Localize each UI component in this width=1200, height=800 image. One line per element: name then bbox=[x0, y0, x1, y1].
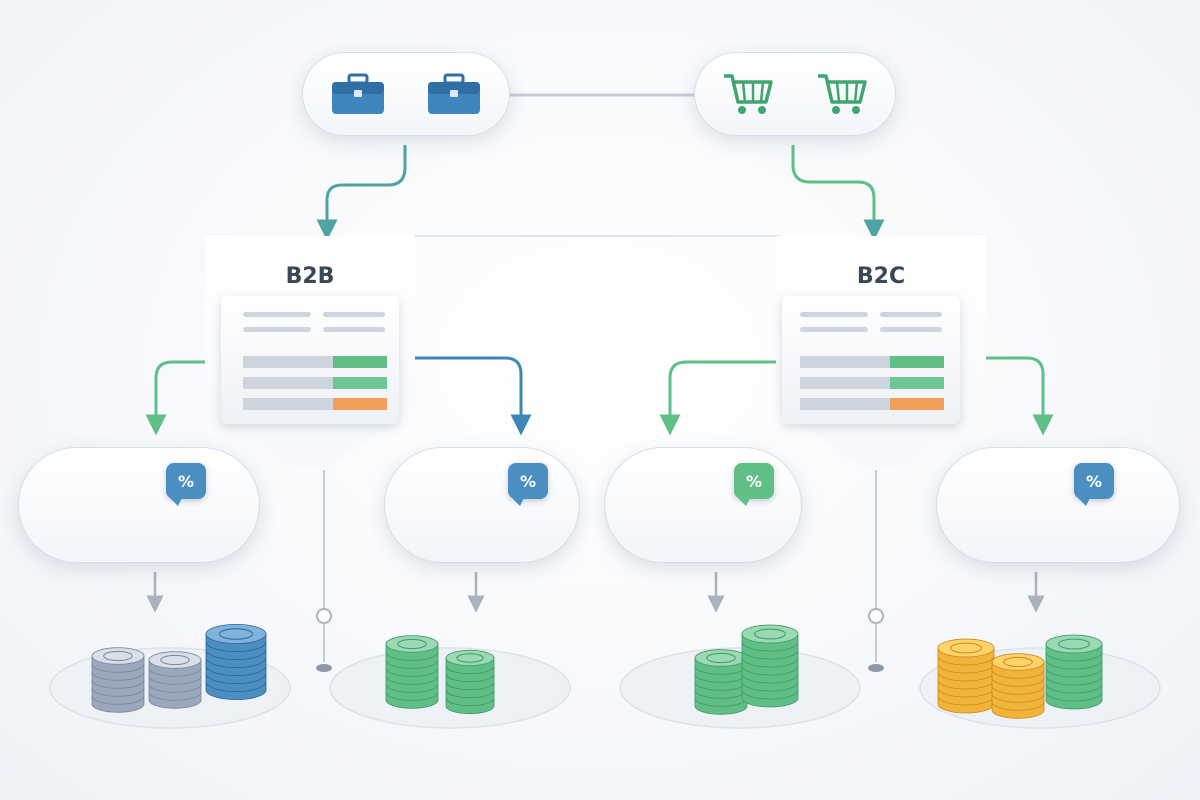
arrow-b2c-down bbox=[791, 145, 885, 241]
shopping-cart-icon bbox=[724, 74, 773, 114]
b2b-stem-node bbox=[316, 608, 332, 624]
b2b-coins-bubble-left: % bbox=[18, 447, 260, 563]
arrow-b2c-left bbox=[659, 360, 778, 436]
arrow-b2b-down bbox=[316, 145, 407, 241]
green-coin-stack bbox=[445, 649, 495, 715]
b2b-icon-pill bbox=[302, 52, 510, 136]
b2c-row-2 bbox=[800, 377, 890, 389]
b2b-title: B2B bbox=[285, 264, 335, 289]
percent-badge: % bbox=[1074, 463, 1114, 506]
b2c-row-3 bbox=[800, 398, 890, 410]
blue-coin-stack bbox=[205, 624, 267, 700]
briefcase-icon bbox=[428, 73, 480, 114]
b2c-document bbox=[782, 296, 960, 424]
b2b-row-1-green bbox=[333, 356, 387, 368]
briefcase-icon bbox=[332, 73, 384, 114]
b2b-document bbox=[221, 296, 399, 424]
b2b-row-3-orange bbox=[333, 398, 387, 410]
percent-badge: % bbox=[508, 463, 548, 506]
b2c-coins-bubble-left: % bbox=[604, 447, 802, 563]
b2c-stem-dot bbox=[868, 664, 884, 672]
percent-badge: % bbox=[166, 463, 206, 506]
b2c-coins-bubble-right: % bbox=[936, 447, 1180, 563]
arrow-b2b-right bbox=[412, 356, 532, 436]
silver-coin-stack bbox=[148, 651, 202, 709]
silver-coin-stack bbox=[91, 647, 145, 713]
b2b-row-1 bbox=[243, 356, 333, 368]
percent-badge: % bbox=[734, 463, 774, 506]
gold-coin-stack bbox=[937, 638, 995, 714]
shopping-cart-icon bbox=[818, 74, 867, 114]
green-coin-stack bbox=[694, 649, 748, 715]
b2b-row-2 bbox=[243, 377, 333, 389]
gold-coin-stack bbox=[991, 653, 1045, 719]
b2c-stem-node bbox=[868, 608, 884, 624]
b2b-row-3 bbox=[243, 398, 333, 410]
b2c-title: B2C bbox=[856, 264, 906, 289]
b2c-row-1-green bbox=[890, 356, 944, 368]
green-coin-stack bbox=[1045, 634, 1103, 710]
b2c-row-1 bbox=[800, 356, 890, 368]
b2c-icon-pill bbox=[694, 52, 896, 136]
arrow-b2c-right bbox=[972, 356, 1054, 436]
arrow-b2b-left bbox=[145, 360, 222, 436]
green-coin-stack bbox=[385, 635, 439, 709]
b2b-row-2-green bbox=[333, 377, 387, 389]
b2c-row-3-orange bbox=[890, 398, 944, 410]
b2b-coins-bubble-right: % bbox=[384, 447, 580, 563]
b2c-row-2-green bbox=[890, 377, 944, 389]
b2b-stem-dot bbox=[316, 664, 332, 672]
green-coin-stack bbox=[741, 624, 799, 708]
